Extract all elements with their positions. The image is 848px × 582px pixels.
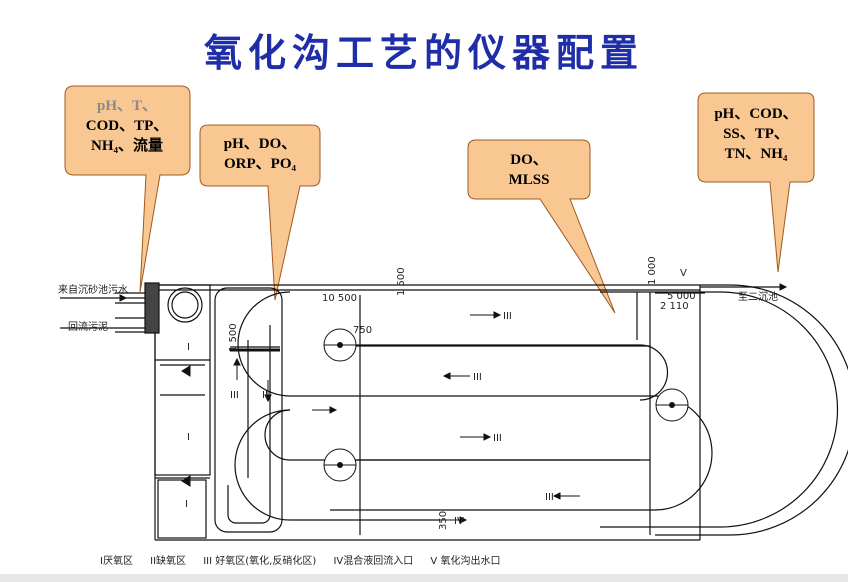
diagram-caption: I厌氧区 II缺氧区 III 好氧区(氧化,反硝化区) IV混合液回流入口 V …: [100, 552, 800, 567]
callout-1-line-1: pH、T、: [96, 98, 157, 114]
zone-label-IV: IV: [454, 516, 464, 527]
callout-3-line-1: DO、: [510, 152, 548, 168]
aerator-1: [323, 328, 357, 362]
callout-1-line-3: NH₄、流量: [91, 138, 163, 154]
page-title: 氧化沟工艺的仪器配置: [203, 30, 644, 75]
zone-label-V: V: [680, 268, 687, 279]
aerator-2: [655, 388, 689, 422]
dim-750: 750: [353, 325, 372, 336]
zone-label-I-bottom: I: [185, 499, 188, 510]
callout-anoxic-text: pH、DO、 ORP、PO₄: [200, 134, 320, 174]
callout-4-line-1: pH、COD、: [714, 106, 798, 122]
zone-label-II: II: [262, 390, 268, 401]
zone-label-III-mid: III: [473, 372, 482, 383]
callout-1-line-2: COD、TP、: [85, 118, 169, 134]
dim-350: 350: [438, 511, 449, 530]
callout-aerobic-instruments: [467, 139, 616, 314]
dim-10500: 10 500: [322, 293, 357, 304]
callout-effluent-instruments: [697, 92, 815, 273]
zone-label-III-low: III: [493, 433, 502, 444]
caption-item-4: IV混合液回流入口: [333, 556, 414, 567]
zone-label-III-top: III: [503, 311, 512, 322]
callout-inlet-instruments: [64, 85, 191, 293]
zone-label-III-bottom: III: [545, 492, 554, 503]
zone-label-I-mid: I: [187, 432, 190, 443]
flow-arrows: [60, 283, 788, 524]
dim-2110: 2 110: [660, 301, 689, 312]
aerator-3: [323, 448, 357, 482]
callout-anoxic-instruments: [199, 124, 321, 301]
callout-4-line-2: SS、TP、: [723, 126, 789, 142]
dim-1500-left: 1 500: [228, 323, 239, 352]
zone-label-III-anoxic: III: [230, 390, 239, 401]
callout-inlet-text: pH、T、 COD、TP、 NH₄、流量: [67, 96, 187, 156]
callout-4-line-3: TN、NH₄: [724, 146, 788, 162]
label-return-sludge: 回流污泥: [68, 320, 108, 333]
ditch-structure: [60, 282, 848, 541]
caption-item-5: V 氧化沟出水口: [430, 556, 501, 567]
callout-aerobic-text: DO、 MLSS: [468, 150, 590, 190]
zone-label-I-top: I: [187, 342, 190, 353]
dim-1000: 1 000: [647, 256, 658, 285]
caption-item-1: I厌氧区: [100, 556, 133, 567]
caption-item-3: III 好氧区(氧化,反硝化区): [203, 556, 317, 567]
label-to-clarifier: 至二沉池: [738, 290, 778, 303]
dim-5000: 5 000: [667, 291, 696, 302]
callout-3-line-2: MLSS: [508, 172, 550, 188]
callout-2-line-1: pH、DO、: [223, 136, 297, 152]
label-inlet: 来自沉砂池污水: [58, 283, 128, 296]
dim-1500-top: 1 500: [396, 267, 407, 296]
footer-bar: [0, 574, 848, 582]
callout-effluent-text: pH、COD、 SS、TP、 TN、NH₄: [698, 104, 814, 164]
caption-item-2: II缺氧区: [150, 556, 187, 567]
callout-2-line-2: ORP、PO₄: [224, 156, 296, 172]
